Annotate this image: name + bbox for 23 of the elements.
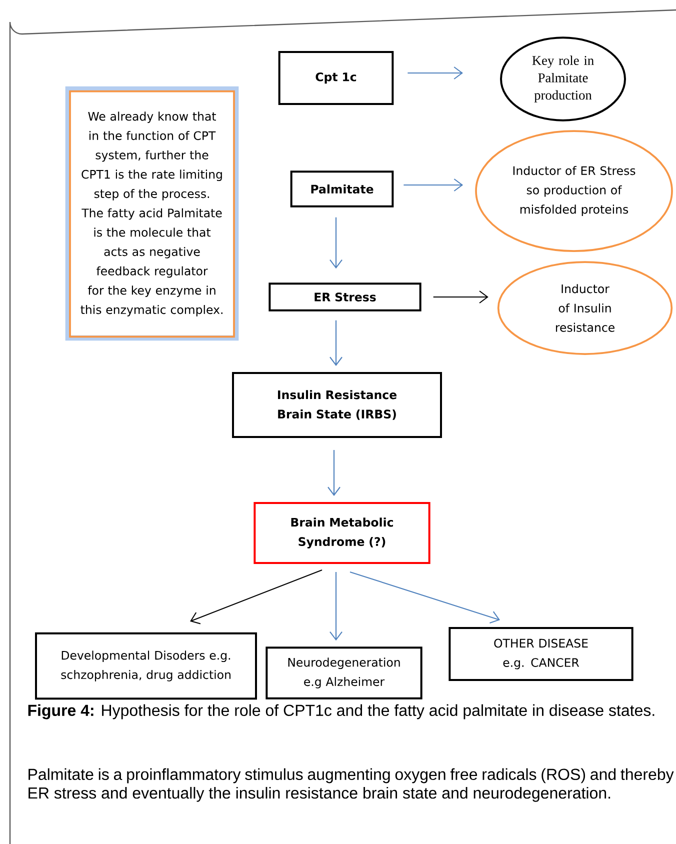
process-box: Palmitate: [290, 170, 394, 208]
ellipse-node: Inductor of ER Stress so production of misfolded proteins: [475, 130, 673, 252]
ellipse-node: Inductor of Insulin resistance: [497, 261, 673, 355]
figure-caption: Figure 4: Hypothesis for the role of CPT1c and the fatty acid palmitate in disease states.: [28, 704, 654, 720]
arrow: [433, 290, 488, 304]
arrow: [190, 570, 322, 624]
arrow: [408, 66, 463, 80]
process-box: ER Stress: [268, 282, 422, 312]
outcome-box: Developmental Disoders e.g. schzophrenia, drug addiction: [35, 632, 257, 700]
outcome-box: Neurodegeneration e.g Alzheimer: [266, 646, 422, 700]
outcome-box: OTHER DISEASE e.g. CANCER: [448, 627, 634, 681]
arrow: [330, 320, 342, 366]
process-box: Cpt 1c: [278, 51, 394, 105]
caption-note: Palmitate is a proinflammatory stimulus augmenting oxygen free radicals (ROS) and thereby ER stress and eventually the insulin resistance brain state and neurodegeneration.: [28, 768, 674, 802]
process-box: Insulin Resistance Brain State (IRBS): [232, 372, 442, 438]
process-box: Brain Metabolic Syndrome (?): [254, 502, 430, 564]
arrow: [330, 572, 342, 641]
arrow: [350, 572, 500, 624]
arrow: [404, 178, 464, 192]
note-box: We already know that in the function of CPT system, further the CPT1 is the rate limiting step of the process. The fatty acid Palmitate is the molecule that acts as negative feedback regulator for the key enzyme in this enzymatic complex.: [65, 86, 239, 341]
arrow: [330, 217, 342, 269]
ellipse-node: Key role in Palmitate production: [500, 36, 626, 122]
arrow: [328, 450, 340, 496]
